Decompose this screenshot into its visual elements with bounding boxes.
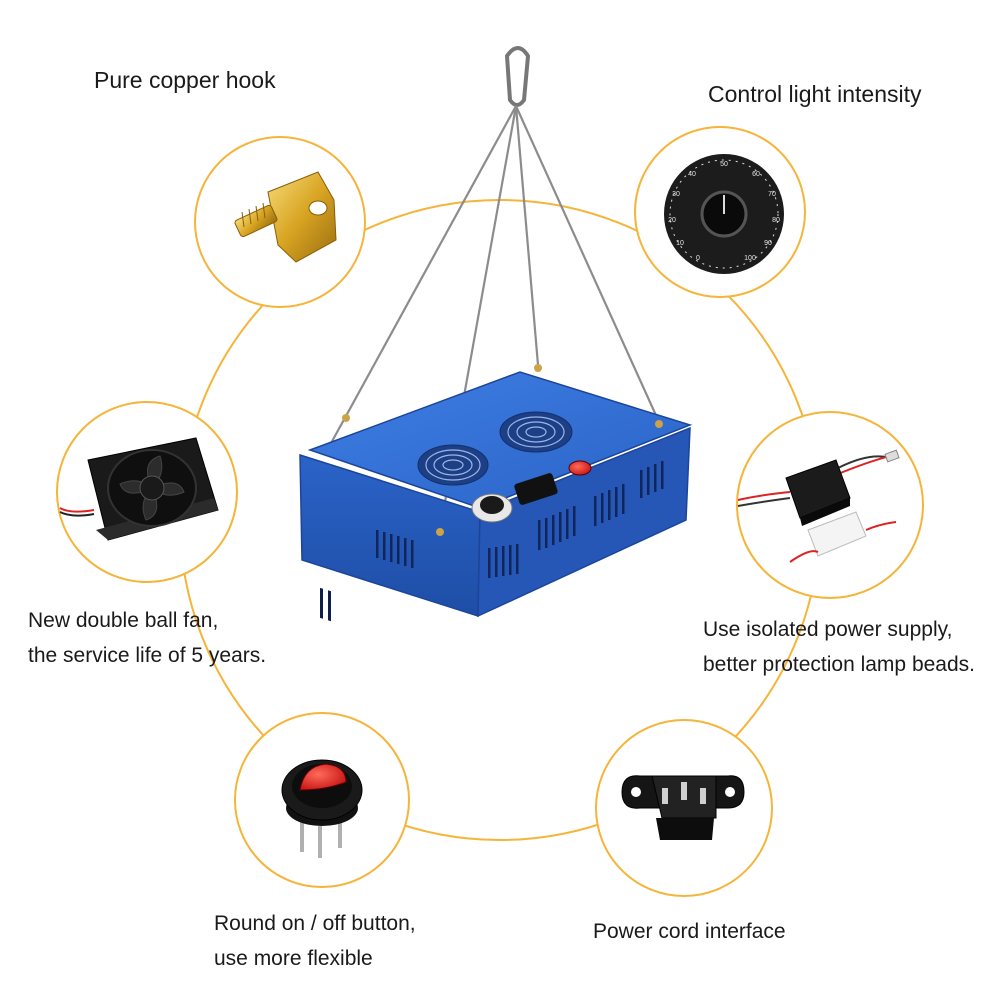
feature-circle-cord <box>595 719 773 897</box>
label-power-line1: Use isolated power supply, <box>703 618 953 641</box>
brass-hook-icon <box>234 171 337 263</box>
feature-circle-power-supply <box>736 411 924 599</box>
panel-dimmer-knob <box>471 493 513 523</box>
dial-tick-label: 10 <box>676 240 684 247</box>
feature-circle-switch <box>234 712 410 888</box>
label-power-supply: Use isolated power supply, better protec… <box>703 612 975 682</box>
label-intensity-text: Control light intensity <box>708 81 922 107</box>
dial-tick-label: 20 <box>668 217 676 224</box>
panel-red-switch <box>568 460 592 476</box>
dial-tick-label: 90 <box>764 240 772 247</box>
label-fan: New double ball fan, the service life of… <box>28 603 266 673</box>
label-power-line2: better protection lamp beads. <box>703 653 975 676</box>
led-grow-light <box>299 364 693 622</box>
label-switch-line1: Round on / off button, <box>214 912 416 935</box>
hanging-carabiner <box>504 46 531 107</box>
power-socket-icon <box>621 775 745 840</box>
rocker-switch-icon <box>281 759 363 858</box>
dial-tick-label: 30 <box>672 191 680 198</box>
panel-fan-left <box>417 444 489 486</box>
dial-tick-label: 50 <box>720 161 728 168</box>
label-cord: Power cord interface <box>593 914 786 949</box>
label-hook: Pure copper hook <box>94 63 276 98</box>
label-hook-text: Pure copper hook <box>94 67 276 93</box>
dial-scale: 0 10 20 30 40 50 60 70 80 90 100 <box>668 161 780 262</box>
feature-circle-intensity: 0 10 20 30 40 50 60 70 80 90 100 <box>634 126 806 298</box>
dial-knob-icon <box>664 154 784 274</box>
label-fan-line2: the service life of 5 years. <box>28 644 267 667</box>
dial-tick-label: 40 <box>688 171 696 178</box>
panel-fan-right <box>499 411 573 453</box>
side-vents <box>376 461 664 578</box>
dial-tick-label: 70 <box>768 191 776 198</box>
label-fan-line1: New double ball fan, <box>28 609 219 632</box>
panel-power-socket <box>514 473 558 505</box>
label-intensity: Control light intensity <box>708 77 922 112</box>
power-supply-icon <box>737 449 900 563</box>
cooling-fan-icon <box>59 437 219 541</box>
dial-tick-label: 60 <box>752 171 760 178</box>
label-cord-text: Power cord interface <box>593 920 786 943</box>
dial-tick-label: 0 <box>696 255 700 262</box>
feature-circle-hook <box>194 136 366 308</box>
feature-circle-fan <box>56 401 238 583</box>
label-switch-line2: use more flexible <box>214 947 373 970</box>
dial-tick-label: 100 <box>744 255 756 262</box>
dial-tick-label: 80 <box>772 217 780 224</box>
label-switch: Round on / off button, use more flexible <box>214 906 416 976</box>
